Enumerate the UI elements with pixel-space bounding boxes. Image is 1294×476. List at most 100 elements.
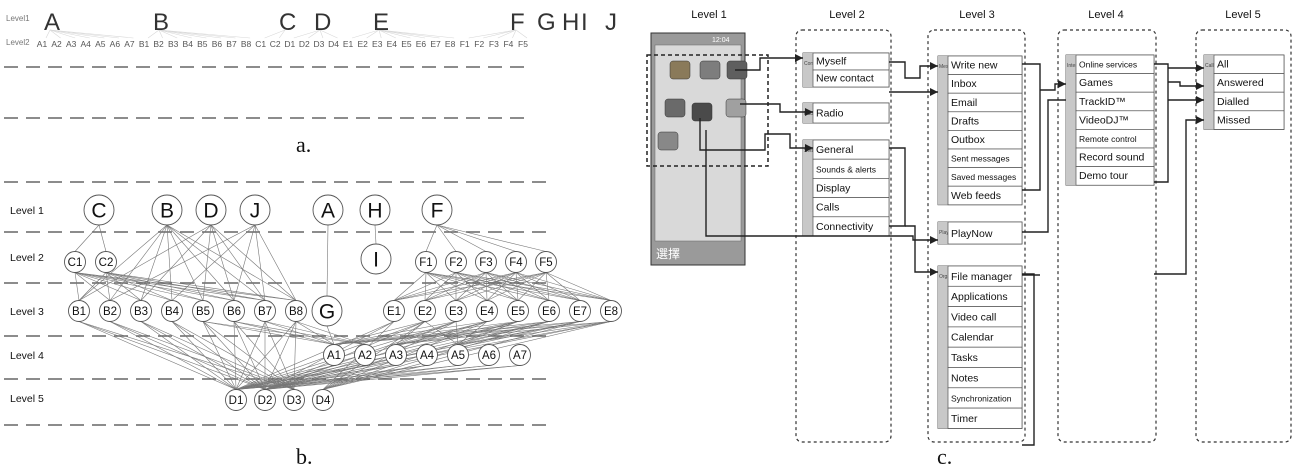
menu-item-remote-control: Remote control — [1079, 134, 1137, 144]
phone-app-icon — [665, 99, 685, 117]
panel-a-item-b2: B2 — [153, 39, 164, 49]
panel-b-node-label: C1 — [68, 257, 83, 269]
panel-b-node-e4: E4 — [477, 301, 498, 322]
menu-item-record-sound: Record sound — [1079, 152, 1145, 164]
panel-b-node-label: E2 — [418, 306, 432, 318]
panel-c-level-header: Level 5 — [1225, 9, 1260, 21]
panel-a-letter-j: J — [605, 9, 617, 36]
menu-item-calls: Calls — [816, 202, 839, 214]
panel-b-edge — [327, 225, 328, 296]
panel-a-item-b8: B8 — [241, 39, 252, 49]
phone-time: 12:04 — [712, 37, 730, 44]
panel-b-node-e5: E5 — [508, 301, 529, 322]
panel-b-node-label: B3 — [134, 306, 148, 318]
panel-b-node-i: I — [361, 244, 391, 274]
panel-b-node-f4: F4 — [506, 252, 527, 273]
panel-a-item-a5: A5 — [95, 39, 106, 49]
panel-c-l3-organizer: OrganizerFile managerApplicationsVideo c… — [938, 266, 1022, 428]
panel-b-node-e7: E7 — [570, 301, 591, 322]
menu-group-tab — [803, 53, 813, 87]
menu-item-all: All — [1217, 59, 1229, 71]
panel-b-node-d3: D3 — [284, 390, 305, 411]
panel-b-node-d: D — [196, 195, 226, 225]
panel-a-item-d2: D2 — [299, 39, 310, 49]
panel-a-item-b5: B5 — [197, 39, 208, 49]
panel-c-l3-play: PlayPlayNow — [938, 222, 1022, 244]
arrow-settings-to-organizer — [905, 226, 938, 272]
arrow-head — [795, 54, 803, 62]
panel-b-node-label: B2 — [103, 306, 117, 318]
panel-c-level-header: Level 4 — [1088, 9, 1123, 21]
panel-b-node-label: C — [91, 200, 106, 223]
panel-b-node-label: A7 — [513, 350, 527, 362]
arrow-phone-to-radio — [740, 104, 813, 112]
panel-b-node-label: D1 — [229, 395, 244, 407]
panel-a-item-b3: B3 — [168, 39, 179, 49]
phone-app-icon — [700, 61, 720, 79]
menu-item-games: Games — [1079, 77, 1113, 89]
menu-item-sent-messages: Sent messages — [951, 154, 1010, 164]
panel-b-node-label: C2 — [99, 257, 114, 269]
menu-item-saved-messages: Saved messages — [951, 172, 1016, 182]
panel-a-linear-structure: Level1Level2ABCDEFGHIJA1A2A3A4A5A6A7B1B2… — [4, 9, 617, 118]
panel-b-edge — [75, 273, 79, 301]
panel-b-edge — [172, 225, 255, 301]
menu-group-tab — [1066, 55, 1076, 185]
arrow-head — [1058, 80, 1066, 88]
panel-b-node-c1: C1 — [65, 252, 86, 273]
panel-a-letter-g: G — [537, 9, 556, 36]
panel-b-node-label: F — [431, 200, 444, 223]
arrow-head — [1196, 116, 1204, 124]
panel-c-l5-calls: CallsAllAnsweredDialledMissed — [1204, 55, 1284, 129]
menu-item-outbox: Outbox — [951, 134, 986, 146]
panel-b-node-b4: B4 — [162, 301, 183, 322]
panel-b-node-label: H — [367, 200, 382, 223]
menu-item-display: Display — [816, 182, 851, 194]
menu-item-general: General — [816, 144, 853, 156]
panel-b-edge — [375, 225, 376, 244]
panel-b-node-label: D4 — [316, 395, 331, 407]
panel-b-node-label: A5 — [451, 350, 465, 362]
menu-item-email: Email — [951, 97, 977, 109]
menu-item-connectivity: Connectivity — [816, 221, 874, 233]
phone-soft-key-label: 選擇 — [656, 246, 680, 261]
panel-b-node-a5: A5 — [448, 345, 469, 366]
panel-a-caption: a. — [296, 132, 311, 158]
panel-a-item-d4: D4 — [328, 39, 339, 49]
panel-a-item-d3: D3 — [314, 39, 325, 49]
menu-item-file-manager: File manager — [951, 271, 1013, 283]
panel-b-node-f1: F1 — [416, 252, 437, 273]
panel-b-node-label: B1 — [72, 306, 86, 318]
panel-a-item-f5: F5 — [518, 39, 528, 49]
panel-a-item-f3: F3 — [489, 39, 499, 49]
menu-item-timer: Timer — [951, 413, 978, 425]
panel-b-edge — [99, 225, 106, 252]
panel-b-node-d2: D2 — [255, 390, 276, 411]
menu-item-trackid-: TrackID™ — [1079, 96, 1126, 108]
panel-b-node-label: F5 — [539, 257, 552, 269]
menu-item-playnow: PlayNow — [951, 228, 993, 240]
panel-b-node-a3: A3 — [386, 345, 407, 366]
panel-a-item-f1: F1 — [460, 39, 470, 49]
panel-b-node-e2: E2 — [415, 301, 436, 322]
panel-b-edge — [234, 322, 334, 345]
panel-b-node-d1: D1 — [226, 390, 247, 411]
panel-b-node-b1: B1 — [69, 301, 90, 322]
menu-item-synchronization: Synchronization — [951, 394, 1012, 404]
panel-b-edge — [211, 225, 234, 301]
panel-b-node-label: D3 — [287, 395, 302, 407]
menu-item-dialled: Dialled — [1217, 96, 1249, 108]
panel-b-node-b: B — [152, 195, 182, 225]
panel-b-edge — [255, 225, 265, 301]
panel-a-letter-f: F — [510, 9, 525, 36]
panel-b-node-b8: B8 — [286, 301, 307, 322]
panel-a-item-a2: A2 — [51, 39, 62, 49]
arrow-head — [1196, 82, 1204, 90]
panel-c-phone-screen: 12:04 選擇 — [647, 33, 768, 265]
panel-b-edge — [516, 273, 580, 301]
panel-b-node-label: B8 — [289, 306, 303, 318]
menu-group-tab — [938, 266, 948, 428]
panel-b-node-label: E7 — [573, 306, 587, 318]
panel-b-node-label: E1 — [387, 306, 401, 318]
panel-b-node-label: B — [160, 200, 174, 223]
